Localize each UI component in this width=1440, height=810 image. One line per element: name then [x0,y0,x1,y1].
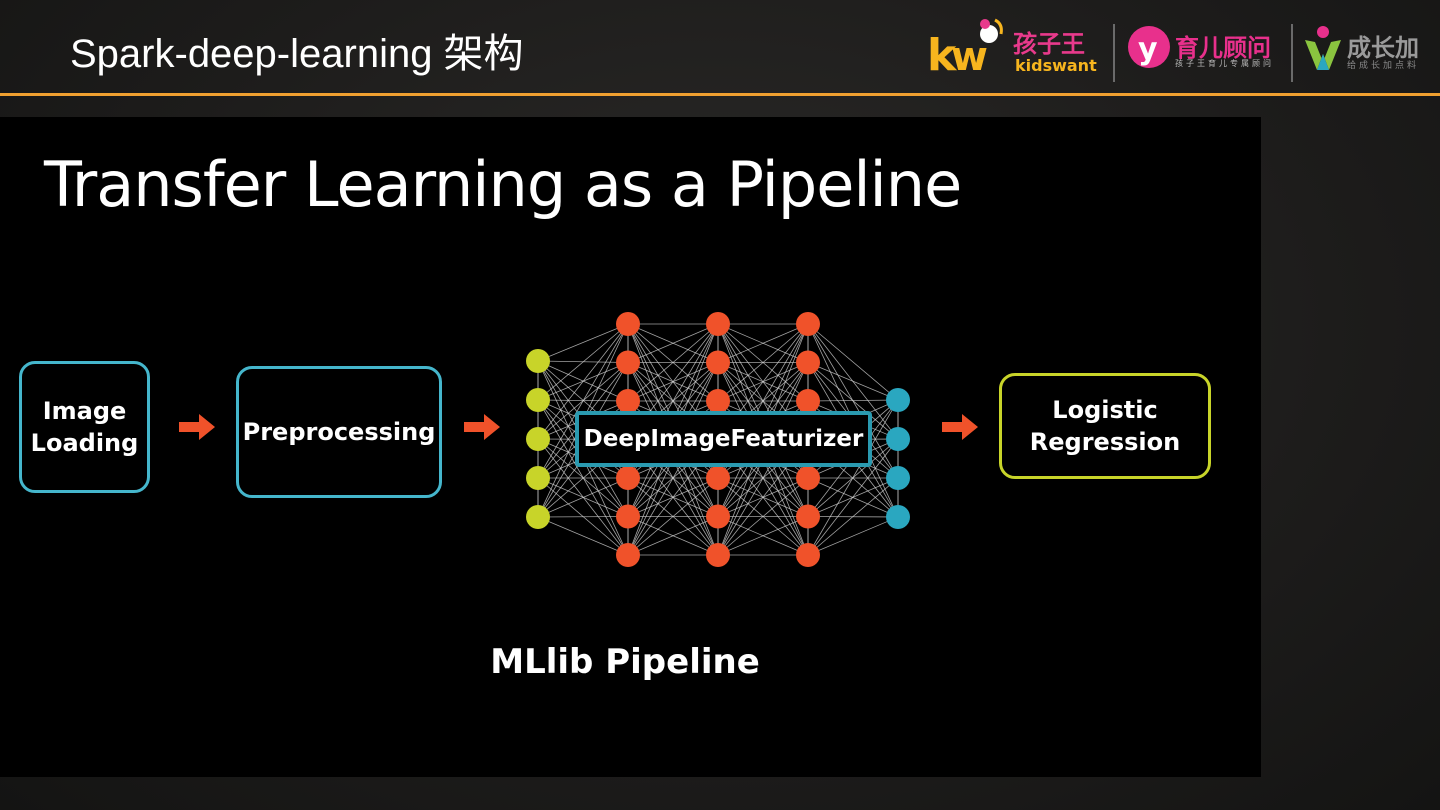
diagram-heading: Transfer Learning as a Pipeline [44,147,961,223]
yuer-guwen-logo-icon: y [1125,12,1173,82]
network-hidden-node [706,466,730,490]
chengzhangjia-subtitle: 给成长加点料 [1347,58,1419,71]
network-hidden-node [616,389,640,413]
stage-logistic-regression: Logistic Regression [999,373,1211,479]
network-connection [808,400,898,401]
arrow-right-icon [464,414,500,440]
network-hidden-node [796,389,820,413]
network-hidden-node [796,543,820,567]
network-hidden-node [616,543,640,567]
network-output-node [886,505,910,529]
title-underline [0,93,1440,96]
network-hidden-node [796,351,820,375]
stage-image-loading: Image Loading [19,361,150,493]
network-hidden-node [706,351,730,375]
stage-preprocessing: Preprocessing [236,366,442,498]
kidswant-subtitle: kidswant [1015,56,1097,75]
network-input-node [526,349,550,373]
stage-deep-image-featurizer: DeepImageFeaturizer [575,411,872,467]
network-hidden-node [706,543,730,567]
network-connection [808,324,898,400]
svg-text:y: y [1138,32,1158,67]
network-output-node [886,388,910,412]
yuer-guwen-logo: y 育儿顾问 孩子王育儿专属顾问 [1125,12,1285,82]
network-hidden-node [796,466,820,490]
partner-logos: k w 孩子王 kidswant y 育儿顾问 孩子王育儿专属顾问 成长加 给成… [925,12,1425,82]
network-connection [538,517,628,555]
network-input-node [526,505,550,529]
chengzhangjia-logo: 成长加 给成长加点料 [1301,12,1425,82]
network-hidden-node [706,505,730,529]
logo-divider [1113,24,1115,82]
pipeline-caption: MLlib Pipeline [470,642,780,682]
network-hidden-node [796,312,820,336]
kidswant-name: 孩子王 [1013,24,1085,59]
arrow-right-icon [942,414,978,440]
network-connection [538,324,628,361]
network-connection [538,517,628,518]
slide-title: Spark-deep-learning 架构 [70,28,524,80]
yuer-guwen-subtitle: 孩子王育儿专属顾问 [1175,58,1274,69]
network-hidden-node [616,466,640,490]
arrow-right-icon [179,414,215,440]
network-connection [808,517,898,555]
svg-text:w: w [951,34,988,80]
network-input-node [526,388,550,412]
logo-divider [1291,24,1293,82]
network-connection [808,363,898,401]
network-input-node [526,466,550,490]
kidswant-logo-icon: k w [925,12,1005,82]
network-input-node [526,427,550,451]
network-hidden-node [616,351,640,375]
kidswant-logo: k w 孩子王 kidswant [925,12,1105,82]
network-hidden-node [796,505,820,529]
network-hidden-node [706,389,730,413]
network-hidden-node [616,312,640,336]
network-output-node [886,427,910,451]
network-hidden-node [616,505,640,529]
network-hidden-node [706,312,730,336]
network-output-node [886,466,910,490]
chengzhangjia-logo-icon [1301,12,1345,82]
